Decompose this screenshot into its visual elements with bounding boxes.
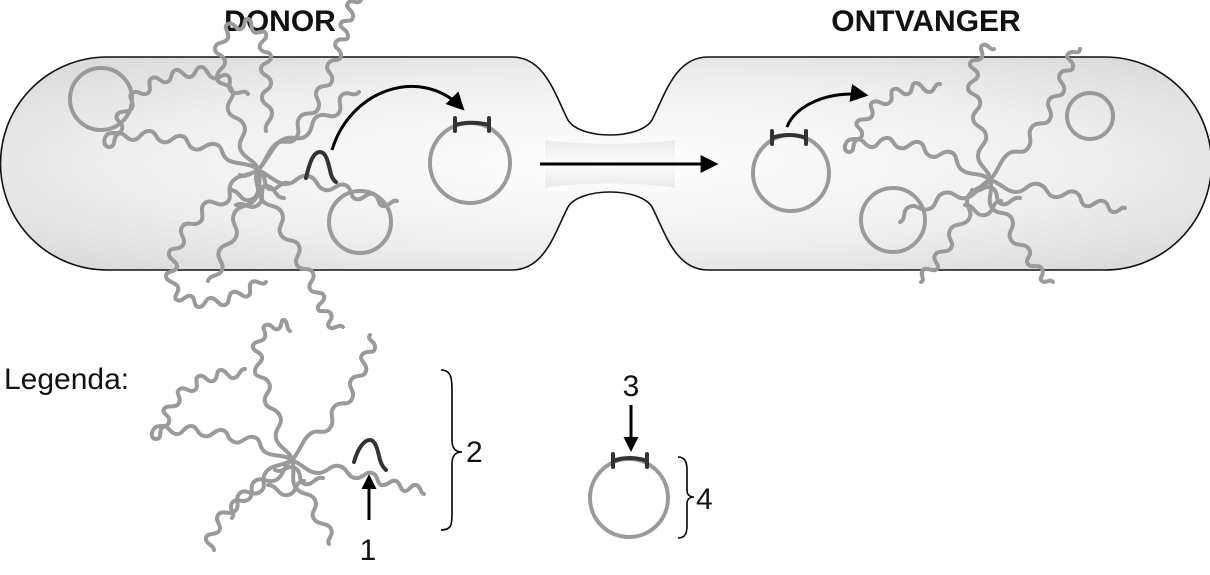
legend-label-2: 2: [466, 436, 483, 469]
donor-chromosome: [102, 0, 399, 331]
legend-title: Legenda:: [4, 363, 129, 396]
legend-label-1: 1: [360, 534, 377, 567]
legend-label-3: 3: [623, 370, 640, 403]
legend-plasmid: [588, 452, 670, 539]
legend-gene: [352, 438, 388, 472]
recipient-title: ONTVANGER: [831, 5, 1021, 38]
recipient-chromosome: [842, 42, 1127, 284]
recipient-plasmid-with-gene: [751, 129, 831, 213]
legend-brace-4: [677, 456, 695, 539]
donor-plasmid-2: [327, 189, 393, 255]
legend-chromosome: [149, 317, 426, 552]
donor-title: DONOR: [224, 5, 336, 38]
recipient-plasmid-1: [1065, 91, 1115, 141]
donor-transfer-gene: [304, 150, 338, 184]
legend-label-4: 4: [696, 483, 713, 516]
legend-brace-2: [440, 369, 463, 531]
donor-plasmid-with-gene: [428, 116, 512, 205]
recipient-plasmid-2: [859, 186, 927, 254]
donor-gene-to-plasmid-arrow: [330, 84, 465, 151]
recipient-incoming-arrow: [785, 84, 869, 128]
